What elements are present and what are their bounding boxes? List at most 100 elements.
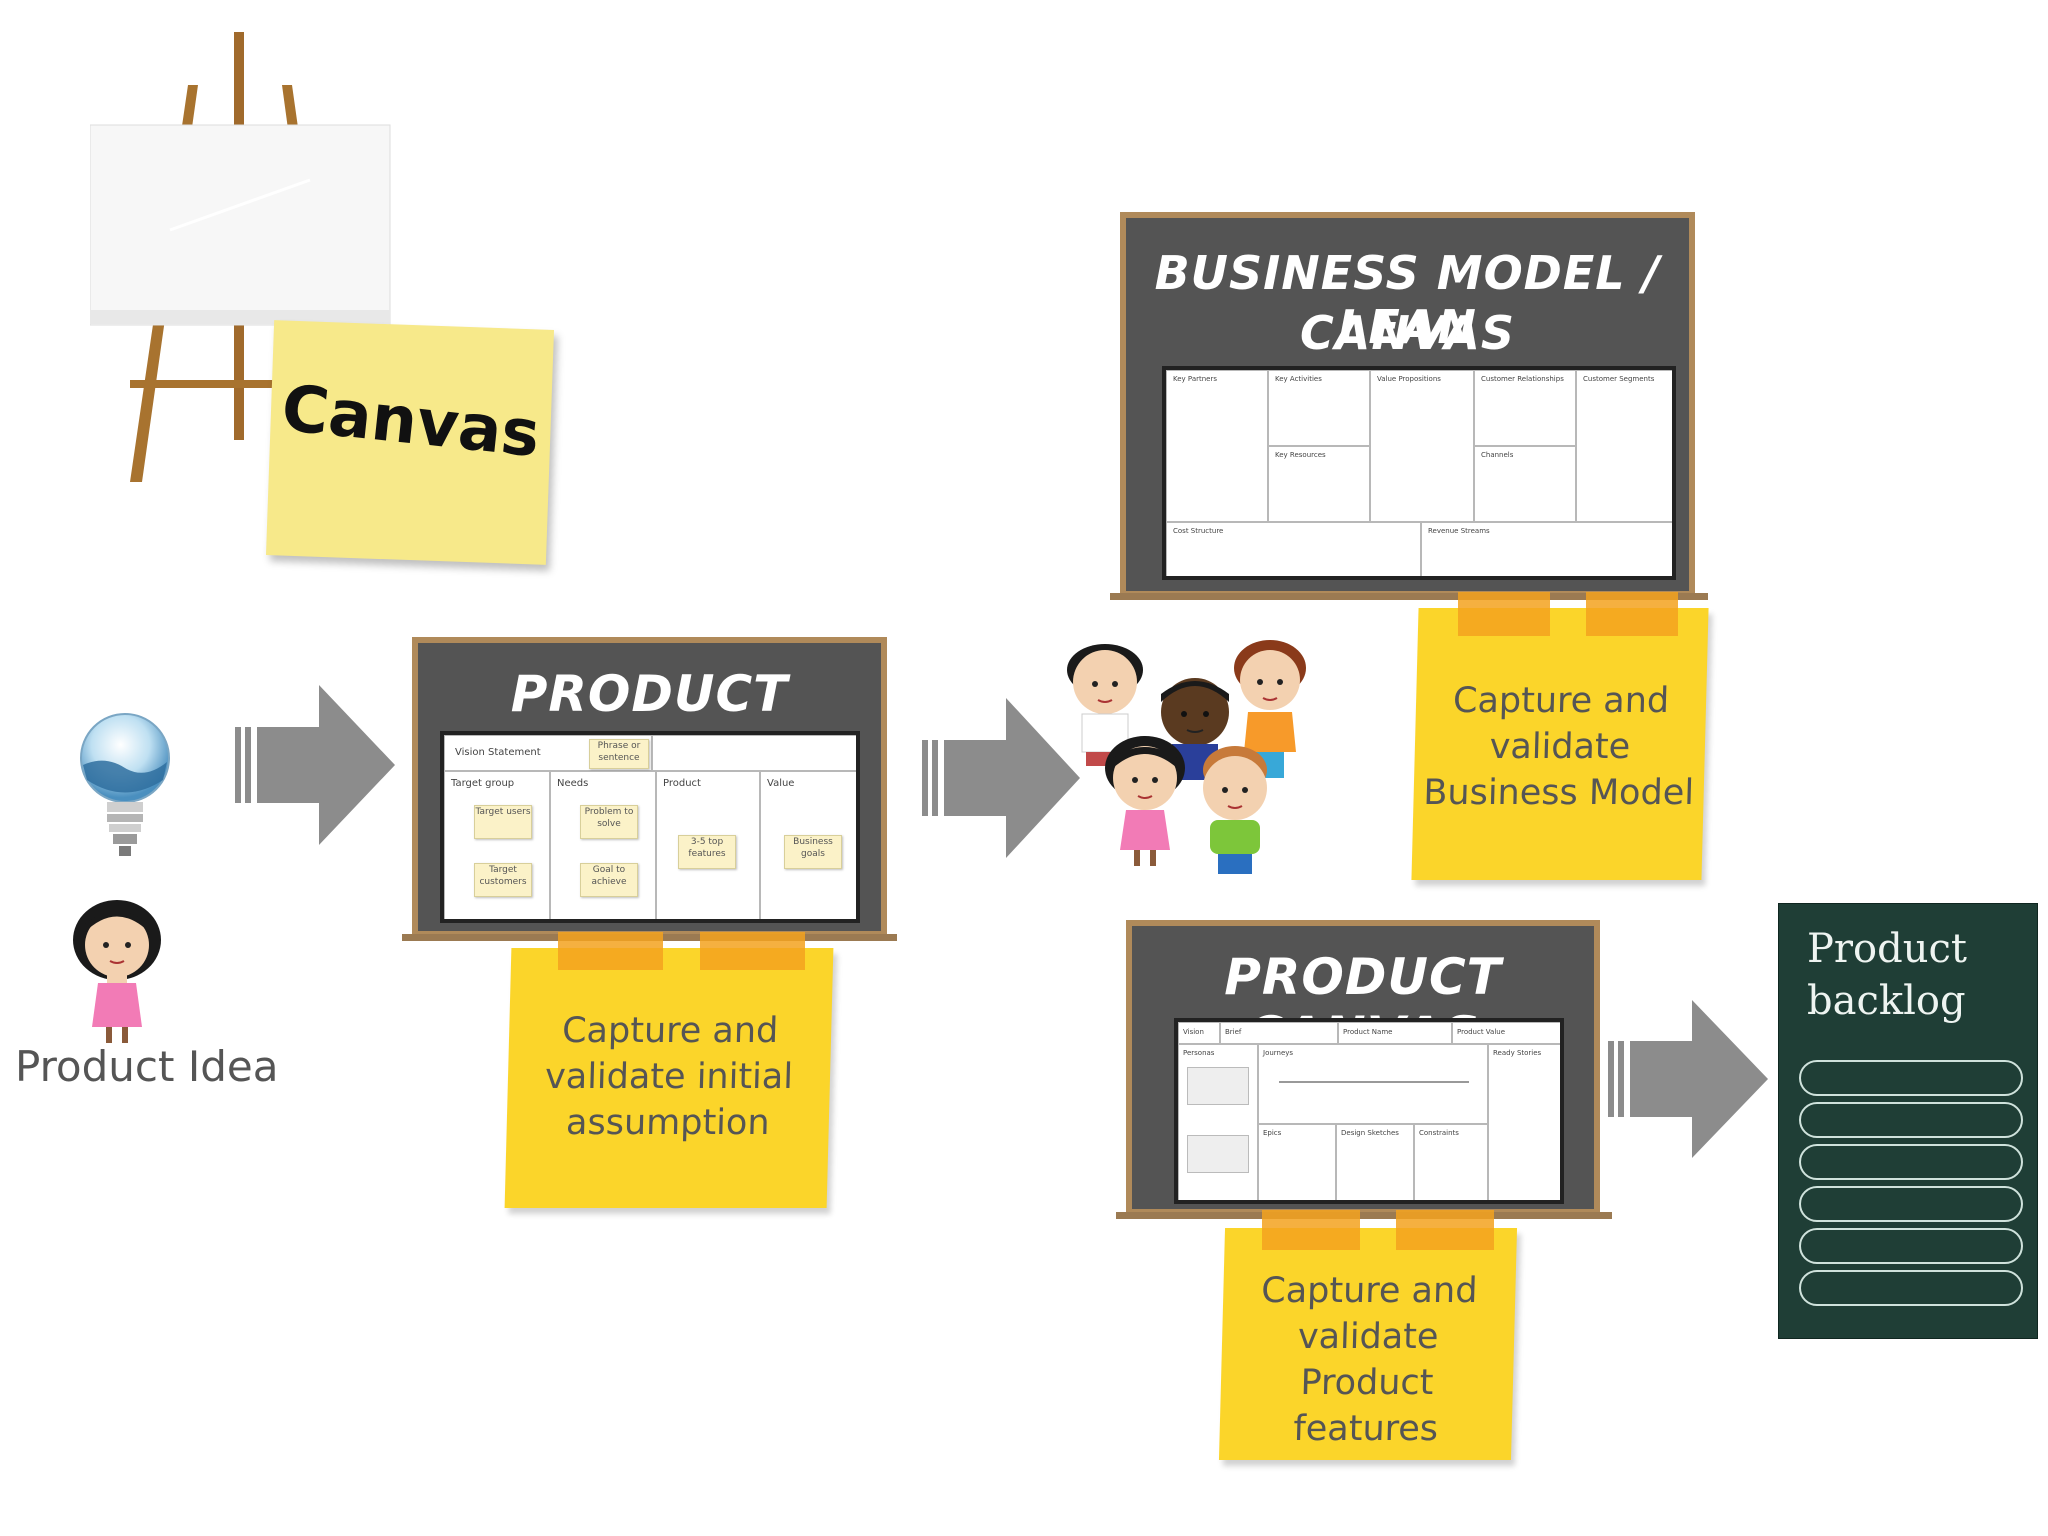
bm-cell-label: Value Propositions [1377,375,1441,383]
bm-cell-key-partners: Key Partners [1166,370,1268,522]
pc-cell-label: Constraints [1419,1129,1459,1137]
product-vision-sticky-text: Capture and validate initial assumption [544,1011,794,1143]
business-model-sheet: Key Partners Key Activities Key Resource… [1162,366,1676,580]
col-needs: Needs [550,771,656,919]
product-canvas-sticky-text: Capture and validate Product features [1260,1271,1478,1449]
bm-cell-customer-relationships: Customer Relationships [1474,370,1576,446]
right-arrow-icon [235,685,395,845]
business-model-board: BUSINESS MODEL / LEAN CANVAS Key Partner… [1120,212,1695,597]
product-backlog-board: Product backlog [1778,903,2038,1339]
col-label: Target group [451,778,515,789]
product-canvas-sheet: Vision Brief Product Name Product Value … [1174,1018,1564,1204]
pc-cell-label: Design Sketches [1341,1129,1399,1137]
persona-card [1187,1135,1249,1173]
mini-note: Target users [474,805,532,839]
col-label: Product [663,778,701,789]
product-vision-sheet: Vision Statement Phrase or sentence Targ… [440,731,860,923]
product-canvas-sticky: Capture and validate Product features [1218,1228,1518,1460]
product-canvas-board: PRODUCT CANVAS Vision Brief Product Name… [1126,920,1600,1215]
business-model-ledge [1110,593,1708,600]
pc-cell-label: Ready Stories [1493,1049,1542,1057]
backlog-title-line2: backlog [1807,978,1966,1024]
bm-cell-cost-structure: Cost Structure [1166,522,1421,576]
backlog-row [1799,1270,2023,1306]
business-model-sticky-text: Capture and validate Business Model [1422,681,1695,813]
vision-statement-label: Vision Statement [455,747,541,758]
pc-design-sketches: Design Sketches [1336,1124,1414,1200]
bm-cell-label: Key Partners [1173,375,1218,383]
backlog-title-line1: Product [1807,926,1967,972]
bm-cell-label: Revenue Streams [1428,527,1490,535]
pc-header-product-value: Product Value [1452,1022,1560,1044]
pc-cell-label: Brief [1225,1028,1242,1036]
tape [1458,592,1550,636]
phrase-note: Phrase or sentence [589,739,649,769]
col-target-group: Target group [444,771,550,919]
tape [1262,1210,1360,1250]
bm-cell-key-resources: Key Resources [1268,446,1370,522]
bm-cell-label: Customer Relationships [1481,375,1564,383]
team-group [1060,640,1310,880]
pc-cell-label: Journeys [1263,1049,1294,1057]
backlog-row [1799,1102,2023,1138]
arrow-idea-to-vision [235,685,397,845]
product-idea-label: Product Idea [15,1042,279,1091]
girl-avatar [62,895,172,1045]
bm-cell-revenue-streams: Revenue Streams [1421,522,1672,576]
business-model-sticky: Capture and validate Business Model [1411,608,1709,880]
lightbulb [75,710,175,870]
girl-icon [73,900,161,1043]
lightbulb-icon [80,713,170,856]
product-vision-sticky: Capture and validate initial assumption [504,948,834,1208]
pc-epics: Epics [1258,1124,1336,1200]
pc-cell-label: Product Name [1343,1028,1393,1036]
bm-cell-value-propositions: Value Propositions [1370,370,1474,522]
bm-cell-label: Key Activities [1275,375,1322,383]
pc-cell-label: Product Value [1457,1028,1506,1036]
mini-note: Business goals [784,835,842,869]
bm-cell-label: Key Resources [1275,451,1326,459]
pc-cell-label: Personas [1183,1049,1215,1057]
journey-flow [1279,1081,1469,1083]
pc-header-vision: Vision [1178,1022,1220,1044]
backlog-row [1799,1144,2023,1180]
backlog-row [1799,1186,2023,1222]
pc-cell-label: Epics [1263,1129,1282,1137]
bm-cell-label: Customer Segments [1583,375,1655,383]
bm-cell-label: Cost Structure [1173,527,1224,535]
pc-journeys: Journeys [1258,1044,1488,1124]
col-label: Value [767,778,795,789]
pc-header-brief: Brief [1220,1022,1338,1044]
tape [700,932,805,970]
col-label: Needs [557,778,589,789]
pc-cell-label: Vision [1183,1028,1204,1036]
arrow-canvas-to-backlog [1608,1000,1770,1158]
tape [1396,1210,1494,1250]
pc-personas: Personas [1178,1044,1258,1200]
product-canvas-ledge [1116,1212,1612,1219]
canvas-sticky-note: Canvas [265,320,555,565]
pc-header-product-name: Product Name [1338,1022,1452,1044]
bm-cell-label: Channels [1481,451,1514,459]
business-model-title-line1: BUSINESS MODEL / LEAN [1154,246,1661,354]
tape [558,932,663,970]
bm-cell-customer-segments: Customer Segments [1576,370,1672,522]
tape [1586,592,1678,636]
pc-ready-stories: Ready Stories [1488,1044,1560,1200]
right-arrow-icon [1608,1000,1768,1158]
business-model-title-line2: CANVAS [1299,306,1516,360]
mini-note: Goal to achieve [580,863,638,897]
persona-card [1187,1067,1249,1105]
team-icon [1067,640,1306,874]
arrow-vision-to-team [922,698,1082,858]
backlog-row [1799,1060,2023,1096]
pc-constraints: Constraints [1414,1124,1488,1200]
product-vision-board: PRODUCT VISION Vision Statement Phrase o… [412,637,887,937]
mini-note: Problem to solve [580,805,638,839]
mini-note: Target customers [474,863,532,897]
mini-note: 3-5 top features [678,835,736,869]
vision-header-rest [652,735,856,771]
backlog-row [1799,1228,2023,1264]
bm-cell-key-activities: Key Activities [1268,370,1370,446]
bm-cell-channels: Channels [1474,446,1576,522]
